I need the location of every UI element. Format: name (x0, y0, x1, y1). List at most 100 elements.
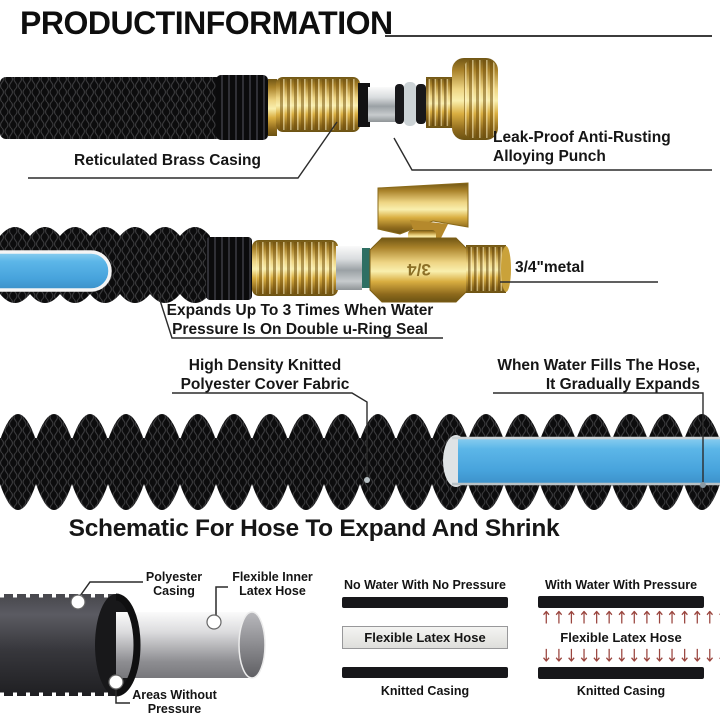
pressure-arrow-down-icon: ↓ (640, 645, 654, 667)
leader-lines-row1 (28, 121, 712, 179)
pressure-arrow-down-icon: ↓ (602, 645, 616, 667)
hose-body (0, 438, 470, 484)
brass-casing (276, 77, 360, 132)
latex-tube-cutaway (0, 250, 112, 292)
rubber-collar-2 (206, 237, 252, 300)
pressure-arrow-up-icon: ↑ (716, 605, 720, 630)
pressure-arrow-up-icon: ↑ (703, 607, 717, 629)
areas-without-pressure-label: Areas Without Pressure (127, 688, 222, 716)
metal-label: 3/4"metal (515, 259, 585, 276)
o-ring-black-1 (395, 84, 404, 124)
knitted-casing-label-2: Knitted Casing (576, 684, 666, 698)
pressure-arrow-up-icon: ↑ (615, 607, 629, 629)
valve-size-stamp: 3/4 (407, 260, 431, 279)
knitted-fabric-label-line1: High Density Knitted (188, 357, 342, 374)
no-water-panel: No Water With No Pressure Flexible Latex… (342, 578, 508, 708)
pressure-arrow-down-icon: ↓ (540, 645, 553, 667)
leader-lines-row2 (157, 281, 658, 339)
flexible-latex-hose-box-label: Flexible Latex Hose (364, 629, 486, 645)
leader-lines-row3 (172, 392, 706, 488)
seal-ring (362, 248, 370, 288)
pressure-arrow-down-icon: ↓ (678, 645, 691, 667)
casing-bar-bottom-2 (538, 667, 704, 679)
pressure-arrow-down-icon: ↓ (653, 645, 666, 667)
inner-latex-label: Flexible Inner Latex Hose (215, 570, 330, 598)
brass-cap (452, 58, 498, 140)
pressure-arrow-up-icon: ↑ (640, 607, 654, 629)
pressure-arrow-up-icon: ↑ (552, 607, 566, 629)
polyester-casing-label-line1: Polyester (145, 570, 203, 584)
hose-fitting-illustration (0, 58, 712, 179)
with-water-panel-title: With Water With Pressure (544, 578, 698, 592)
pressure-arrow-down-icon: ↓ (565, 645, 578, 667)
chrome-shaft-2 (336, 246, 362, 290)
areas-without-pressure-label-line2: Pressure (147, 702, 202, 716)
pressure-arrow-down-icon: ↓ (703, 645, 717, 667)
valve-body (369, 237, 469, 303)
leakproof-label-line1: Leak-Proof Anti-Rusting (493, 129, 671, 146)
threaded-connector-2 (466, 245, 511, 293)
flexible-latex-hose-box: Flexible Latex Hose (342, 626, 508, 649)
water-fills-label-line1: When Water Fills The Hose, (497, 357, 700, 374)
pressure-arrow-up-icon: ↑ (653, 607, 666, 629)
pressure-arrow-up-icon: ↑ (628, 607, 641, 629)
schematic-heading: Schematic For Hose To Expand And Shrink (68, 515, 560, 542)
spacer (358, 83, 370, 127)
polyester-casing-label-line2: Casing (153, 584, 195, 598)
cutaway-leader-lines (79, 581, 228, 704)
knitted-casing-label: Knitted Casing (380, 684, 470, 698)
water-fills-label-line2: It Gradually Expands (545, 375, 700, 393)
title-underline (385, 35, 712, 37)
valve-lever (377, 182, 469, 235)
casing-bar-top (342, 597, 508, 608)
expand-label: Expands Up To 3 Times When Water Pressur… (150, 302, 450, 339)
tube-end (238, 611, 266, 679)
with-water-panel: With Water With Pressure ↑↑↑↑↑↑↑↑↑↑↑↑↑↑↑… (538, 578, 720, 708)
pressure-arrow-up-icon: ↑ (565, 607, 578, 629)
pressure-arrow-down-icon: ↓ (716, 643, 720, 668)
pressure-arrows-down: ↓↓↓↓↓↓↓↓↓↓↓↓↓↓↓ (540, 645, 720, 667)
knitted-hose (0, 77, 222, 139)
o-ring-gray (404, 82, 416, 126)
pressure-arrow-up-icon: ↑ (602, 607, 616, 629)
inner-latex-label-line2: Latex Hose (239, 584, 306, 598)
rubber-collar (216, 75, 268, 140)
brass-casing-2 (252, 240, 338, 296)
leakproof-label-line2: Alloying Punch (493, 147, 606, 165)
pressure-arrow-down-icon: ↓ (615, 645, 629, 667)
casing-bar-top-2 (538, 596, 704, 608)
brass-casing-label: Reticulated Brass Casing (74, 152, 261, 169)
flexible-latex-hose-label: Flexible Latex Hose (560, 630, 682, 645)
cutaway-markers (70, 594, 222, 690)
pressure-arrow-down-icon: ↓ (665, 645, 679, 667)
pressure-arrow-up-icon: ↑ (590, 607, 603, 629)
pressure-arrow-down-icon: ↓ (590, 645, 603, 667)
pressure-arrow-up-icon: ↑ (665, 607, 679, 629)
no-water-panel-title: No Water With No Pressure (344, 578, 506, 592)
casing-bar-bottom (342, 667, 508, 678)
water-fills-label: When Water Fills The Hose, It Gradually … (450, 357, 700, 394)
threaded-connector (426, 77, 455, 128)
knitted-fabric-label: High Density Knitted Polyester Cover Fab… (150, 357, 380, 394)
pressure-arrow-up-icon: ↑ (577, 607, 591, 629)
chrome-shaft (368, 87, 398, 122)
areas-without-pressure-label-line1: Areas Without (132, 688, 217, 702)
page-title: PRODUCTINFORMATION (20, 5, 393, 41)
pressure-arrow-down-icon: ↓ (577, 645, 591, 667)
inner-latex-label-line1: Flexible Inner (232, 570, 313, 584)
pressure-arrow-down-icon: ↓ (628, 645, 641, 667)
knitted-fabric-label-line2: Polyester Cover Fabric (180, 375, 350, 393)
latex-tube-expanded (458, 437, 720, 485)
pressure-arrow-up-icon: ↑ (678, 607, 691, 629)
pressure-arrow-up-icon: ↑ (690, 607, 704, 629)
expand-label-line2: Pressure Is On Double u-Ring Seal (172, 320, 428, 338)
ball-valve: 3/4 (369, 182, 511, 303)
polyester-casing-label: Polyester Casing (128, 570, 220, 598)
pressure-arrow-down-icon: ↓ (552, 645, 566, 667)
o-ring-black-2 (416, 84, 426, 124)
expand-label-line1: Expands Up To 3 Times When Water (166, 302, 434, 319)
hose-cutaway-diagram (0, 581, 266, 704)
brass-ring (268, 79, 277, 136)
pressure-arrows-up: ↑↑↑↑↑↑↑↑↑↑↑↑↑↑↑ (540, 607, 720, 629)
